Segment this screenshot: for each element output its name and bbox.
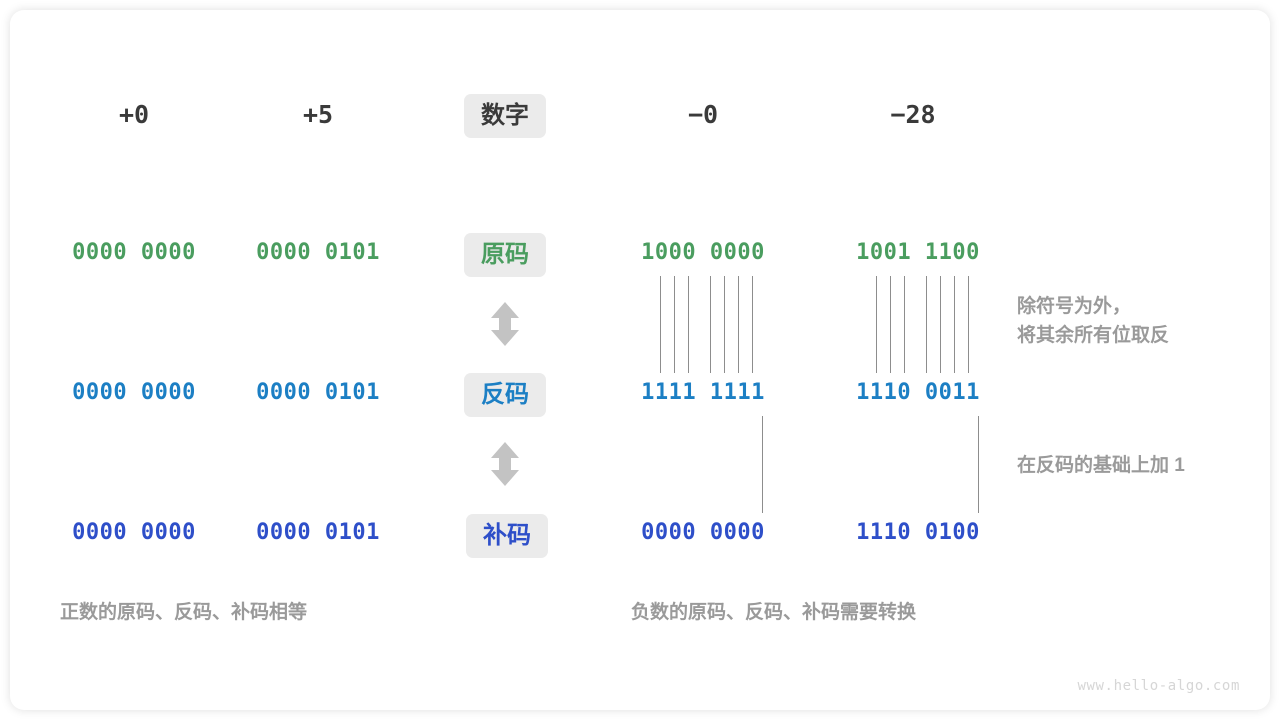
watermark: www.hello-algo.com	[1077, 678, 1240, 694]
connector-line	[674, 276, 676, 373]
column-header-neg-zero: −0	[687, 100, 719, 129]
connector-line	[738, 276, 740, 373]
caption-positive: 正数的原码、反码、补码相等	[60, 602, 308, 623]
row-label-twos-complement: 补码	[466, 514, 548, 558]
row-label-number: 数字	[464, 94, 546, 138]
connector-line	[890, 276, 892, 373]
row-label-true-form: 原码	[464, 233, 546, 277]
connector-line	[968, 276, 970, 373]
connector-line	[724, 276, 726, 373]
twos-complement-value-neg-zero: 0000 0000	[641, 520, 765, 545]
connector-line	[954, 276, 956, 373]
twos-complement-value-pos-five: 0000 0101	[256, 520, 380, 545]
connector-line	[710, 276, 712, 373]
true-form-value-neg-zero: 1000 0000	[641, 240, 765, 265]
ones-complement-value-pos-five: 0000 0101	[256, 380, 380, 405]
connector-line	[978, 416, 980, 513]
ones-complement-value-neg-28: 1110 0011	[856, 380, 980, 405]
connector-line	[688, 276, 690, 373]
ones-complement-value-pos-zero: 0000 0000	[72, 380, 196, 405]
connector-line	[926, 276, 928, 373]
true-form-value-neg-28: 1001 1100	[856, 240, 980, 265]
connector-line	[752, 276, 754, 373]
column-header-pos-five: +5	[302, 100, 334, 129]
annotation-invert-bits: 除符号为外， 将其余所有位取反	[1017, 296, 1170, 347]
double-headed-vertical-arrow-icon	[485, 300, 525, 348]
row-label-ones-complement: 反码	[464, 373, 546, 417]
annotation-add-one: 在反码的基础上加 1	[1017, 455, 1185, 476]
connector-line	[940, 276, 942, 373]
caption-negative: 负数的原码、反码、补码需要转换	[631, 602, 917, 623]
connector-line	[762, 416, 764, 513]
connector-line	[876, 276, 878, 373]
twos-complement-value-neg-28: 1110 0100	[856, 520, 980, 545]
true-form-value-pos-five: 0000 0101	[256, 240, 380, 265]
ones-complement-value-neg-zero: 1111 1111	[641, 380, 765, 405]
column-header-neg-28: −28	[890, 100, 936, 129]
twos-complement-value-pos-zero: 0000 0000	[72, 520, 196, 545]
diagram-card: +0 +5 数字 −0 −28 0000 0000 0000 0101 原码 1…	[10, 10, 1270, 710]
connector-line	[660, 276, 662, 373]
true-form-value-pos-zero: 0000 0000	[72, 240, 196, 265]
double-headed-vertical-arrow-icon	[485, 440, 525, 488]
connector-line	[904, 276, 906, 373]
column-header-pos-zero: +0	[118, 100, 150, 129]
